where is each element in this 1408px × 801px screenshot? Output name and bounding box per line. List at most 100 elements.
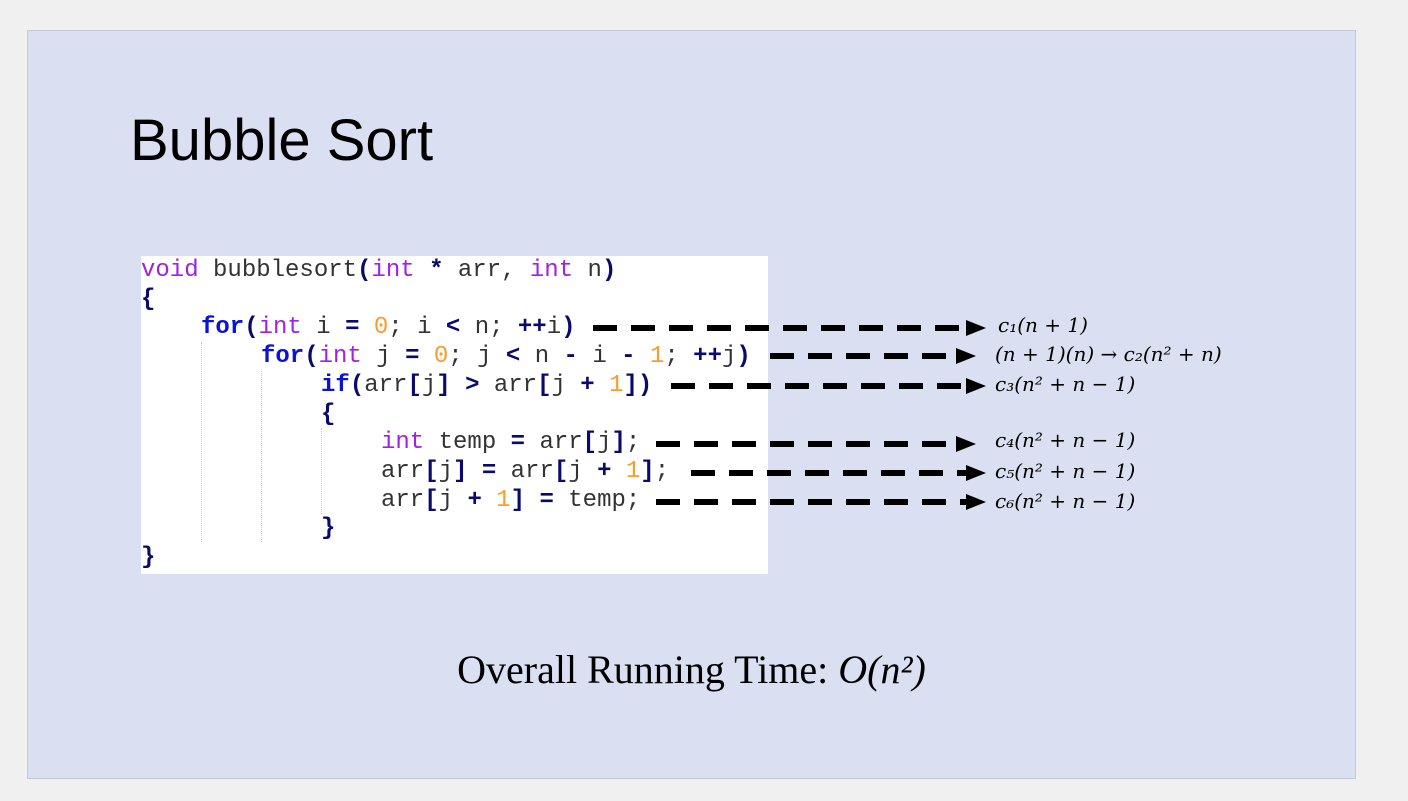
code-token: ; [654, 457, 670, 485]
code-token: arr, [443, 257, 530, 284]
code-token: ( [244, 314, 259, 342]
code-token: void [141, 257, 199, 284]
code-token: for [261, 343, 305, 371]
code-token: ; [664, 343, 694, 371]
code-token: n; [460, 314, 518, 342]
code-token: = [539, 486, 554, 514]
slide: Bubble Sort void bubblesort(int * arr, i… [27, 30, 1356, 779]
code-token: int [258, 314, 302, 342]
code-token: arr [381, 486, 425, 514]
code-token: 1 [649, 343, 665, 371]
code-token: j [721, 343, 737, 371]
cost-expression: c₅(n² + n − 1) [995, 459, 1136, 483]
code-line: } [141, 543, 155, 572]
indent-guide [201, 342, 202, 542]
overall-running-time: Overall Running Time: O(n²) [28, 646, 1355, 693]
arrowhead-icon [956, 348, 976, 364]
code-token: j [551, 371, 581, 399]
code-token: for [201, 314, 245, 342]
code-line: { [141, 285, 155, 314]
code-token: ++ [517, 314, 547, 342]
code-token: int [381, 429, 425, 457]
code-token: ( [357, 257, 372, 284]
overall-value: O(n²) [838, 647, 926, 692]
arrowhead-icon [966, 378, 986, 394]
code-token: int [318, 343, 362, 371]
code-token: i [546, 314, 562, 342]
code-token: j [421, 371, 437, 399]
code-token: 0 [373, 314, 389, 342]
code-token: 0 [433, 343, 449, 371]
code-token: arr [364, 371, 408, 399]
code-token: j [438, 457, 454, 485]
cost-expression: (n + 1)(n) → c₂(n² + n) [995, 342, 1222, 366]
indent-guide [321, 428, 322, 514]
code-token: } [321, 515, 336, 543]
code-token: ; j [448, 343, 506, 371]
code-token: [ [424, 486, 439, 514]
code-token: arr [496, 457, 554, 485]
code-token: j [361, 343, 406, 371]
arrowhead-icon [956, 436, 976, 452]
code-token: if [321, 371, 350, 399]
cost-expression: c₆(n² + n − 1) [995, 489, 1136, 513]
code-token: ( [304, 343, 319, 371]
code-token: ) [736, 343, 751, 371]
code-token: n [573, 257, 602, 284]
code-token: + [597, 457, 612, 485]
code-token: 1 [496, 486, 511, 514]
code-token: n [520, 343, 564, 371]
code-token: = [481, 457, 497, 485]
cost-arrows [593, 320, 986, 510]
overall-label: Overall Running Time: [457, 647, 839, 692]
code-token: + [467, 486, 482, 514]
code-token: arr [381, 457, 425, 485]
code-token: int [529, 257, 574, 284]
indent-guide [261, 371, 262, 542]
slide-title: Bubble Sort [130, 108, 434, 173]
code-token: } [141, 544, 156, 571]
code-token: < [445, 314, 461, 342]
code-line: arr[j] = arr[j + 1]; [381, 457, 669, 486]
code-token: [ [537, 371, 552, 399]
code-token: [ [553, 457, 569, 485]
code-token: i [301, 314, 346, 342]
code-token: temp; [553, 486, 641, 514]
cost-expression: c₁(n + 1) [998, 313, 1088, 337]
arrowhead-icon [966, 320, 986, 336]
cost-expression: c₃(n² + n − 1) [995, 372, 1136, 396]
code-token: - [621, 343, 636, 371]
code-token: ( [349, 371, 365, 399]
code-token: arr [479, 371, 538, 399]
code-line: for(int j = 0; j < n - i - 1; ++j) [261, 342, 751, 371]
code-token: { [141, 285, 156, 313]
code-token: ] [453, 457, 468, 485]
code-token: ] [611, 429, 626, 457]
code-token: - [563, 343, 578, 371]
code-token: > [465, 371, 480, 399]
code-token: ++ [693, 343, 722, 371]
code-token: [ [424, 457, 439, 485]
code-line: if(arr[j] > arr[j + 1]) [321, 371, 652, 400]
code-token: 1 [625, 457, 641, 485]
code-token: ] [640, 457, 655, 485]
code-token: [ [582, 429, 598, 457]
code-token: < [505, 343, 521, 371]
code-token: = [510, 429, 526, 457]
code-line: int temp = arr[j]; [381, 428, 640, 457]
arrowhead-icon [966, 494, 986, 510]
code-token: int [371, 257, 415, 284]
code-line: for(int i = 0; i < n; ++i) [201, 313, 576, 342]
code-token: arr [525, 429, 583, 457]
code-line: { [321, 400, 335, 429]
code-line: } [321, 514, 335, 543]
code-token: ; i [388, 314, 446, 342]
arrowhead-icon [966, 465, 986, 481]
code-block: void bubblesort(int * arr, int n){for(in… [141, 256, 768, 574]
code-token: j [597, 429, 612, 457]
code-token: j [438, 486, 468, 514]
code-token: ) [601, 257, 617, 284]
code-token: = [405, 343, 420, 371]
cost-expression: c₄(n² + n − 1) [995, 428, 1136, 452]
code-token: = [345, 314, 360, 342]
